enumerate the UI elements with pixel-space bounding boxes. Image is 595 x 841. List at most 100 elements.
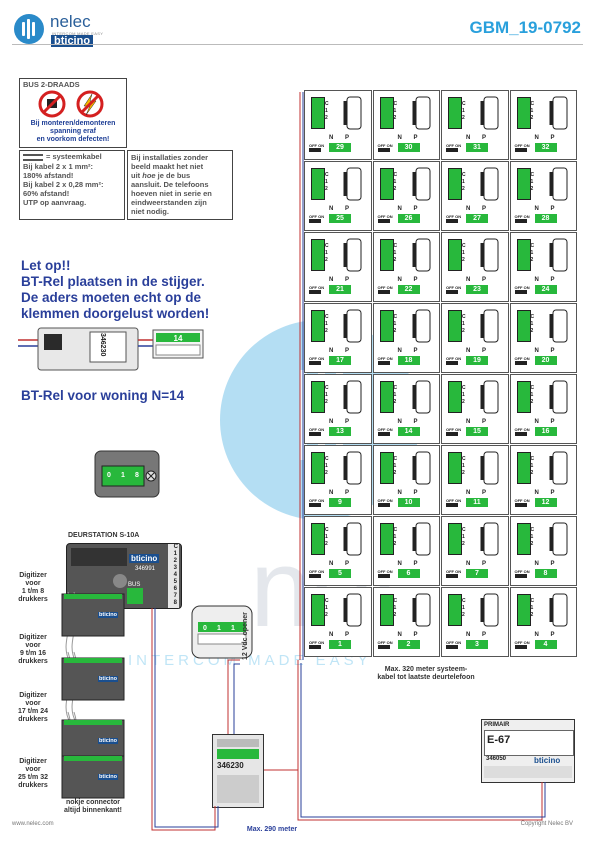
unit-number: 3 xyxy=(466,640,488,649)
digitizer-brand-4: bticino xyxy=(98,774,119,780)
n-label: N xyxy=(329,561,334,567)
terminal-block xyxy=(448,97,462,129)
n-label: N xyxy=(329,277,334,283)
warning-box: BUS 2-DRAADS Bij monteren/demonteren spa… xyxy=(19,78,127,148)
terminal-block xyxy=(311,381,325,413)
terminal-block xyxy=(516,310,531,342)
n-label: N xyxy=(397,561,402,567)
off-on-switch: OFF ON xyxy=(446,214,462,219)
handset-icon xyxy=(480,451,499,485)
terminal-c: C xyxy=(173,544,178,550)
terminal-block xyxy=(379,452,394,484)
unit-number: 31 xyxy=(466,143,488,152)
off-on-switch: OFF ON xyxy=(377,427,393,432)
n-label: N xyxy=(329,632,334,638)
off-on-switch: OFF ON xyxy=(377,356,393,361)
n-label: N xyxy=(329,348,334,354)
n-label: N xyxy=(534,348,539,354)
off-on-switch: OFF ON xyxy=(446,356,462,361)
install-line5: hoeven niet in serie en xyxy=(131,189,212,198)
relay-module: 346230 xyxy=(212,734,264,808)
power-supply: PRIMAIR E-67 346050 bticino xyxy=(481,719,575,783)
p-label: P xyxy=(413,490,418,496)
off-on-switch: OFF ON xyxy=(377,214,393,219)
handset-icon xyxy=(412,451,430,485)
off-on-switch: OFF ON xyxy=(377,498,393,503)
off-on-switch: OFF ON xyxy=(377,285,393,290)
handset-icon xyxy=(480,522,499,556)
p-label: P xyxy=(550,490,555,496)
unit-number: 30 xyxy=(397,143,420,152)
p-label: P xyxy=(413,348,418,354)
no-plug-warning-icon xyxy=(38,90,104,118)
header-divider xyxy=(12,44,583,45)
p-label: P xyxy=(413,206,418,212)
handset-icon xyxy=(480,238,499,272)
p-label: P xyxy=(482,561,487,567)
off-on-switch: OFF ON xyxy=(514,498,530,503)
handset-icon xyxy=(549,167,567,201)
n-label: N xyxy=(329,419,334,425)
door-station-zoom xyxy=(94,450,160,498)
handset-icon xyxy=(343,309,362,343)
n-label: N xyxy=(534,419,539,425)
off-on-switch: OFF ON xyxy=(309,640,325,645)
unit-number: 19 xyxy=(466,356,488,365)
n-label: N xyxy=(466,490,471,496)
p-label: P xyxy=(413,561,418,567)
p-label: P xyxy=(413,135,418,141)
door-code: 346991 xyxy=(135,566,156,572)
n-label: N xyxy=(397,135,402,141)
unit-number: 18 xyxy=(397,356,420,365)
handset-icon xyxy=(343,522,362,556)
unit-number: 8 xyxy=(534,569,557,578)
cable-info-box: = systeemkabel Bij kabel 2 x 1 mm²: 180%… xyxy=(19,150,125,220)
n-label: N xyxy=(397,348,402,354)
install-line6: eindweerstanden zijn xyxy=(131,198,207,207)
unit-number: 26 xyxy=(397,214,420,223)
off-on-switch: OFF ON xyxy=(446,640,462,645)
door-station-label: DEURSTATION S-10A xyxy=(68,532,140,539)
distance-system-cable: Max. 320 meter systeem-kabel tot laatste… xyxy=(377,666,475,681)
terminal-block xyxy=(448,452,462,484)
terminal-block xyxy=(516,168,531,200)
bus-label: BUS xyxy=(128,582,141,588)
unit-number: 10 xyxy=(397,498,420,507)
handset-icon xyxy=(549,451,567,485)
digitizer-brand-3: bticino xyxy=(98,738,119,744)
off-on-switch: OFF ON xyxy=(514,285,530,290)
digitizer-brand-2: bticino xyxy=(98,676,119,682)
unit-number: 13 xyxy=(329,427,351,436)
relay-zoom xyxy=(191,605,253,659)
unit-number: 4 xyxy=(534,640,557,649)
brand-tagline: INTERCOM MADE EASY xyxy=(52,31,104,36)
unit-number: 9 xyxy=(329,498,351,507)
unit-number: 25 xyxy=(329,214,351,223)
unit-number: 11 xyxy=(466,498,488,507)
unit-number: 23 xyxy=(466,285,488,294)
relay-zoom-digit-1: 0 xyxy=(203,625,207,632)
